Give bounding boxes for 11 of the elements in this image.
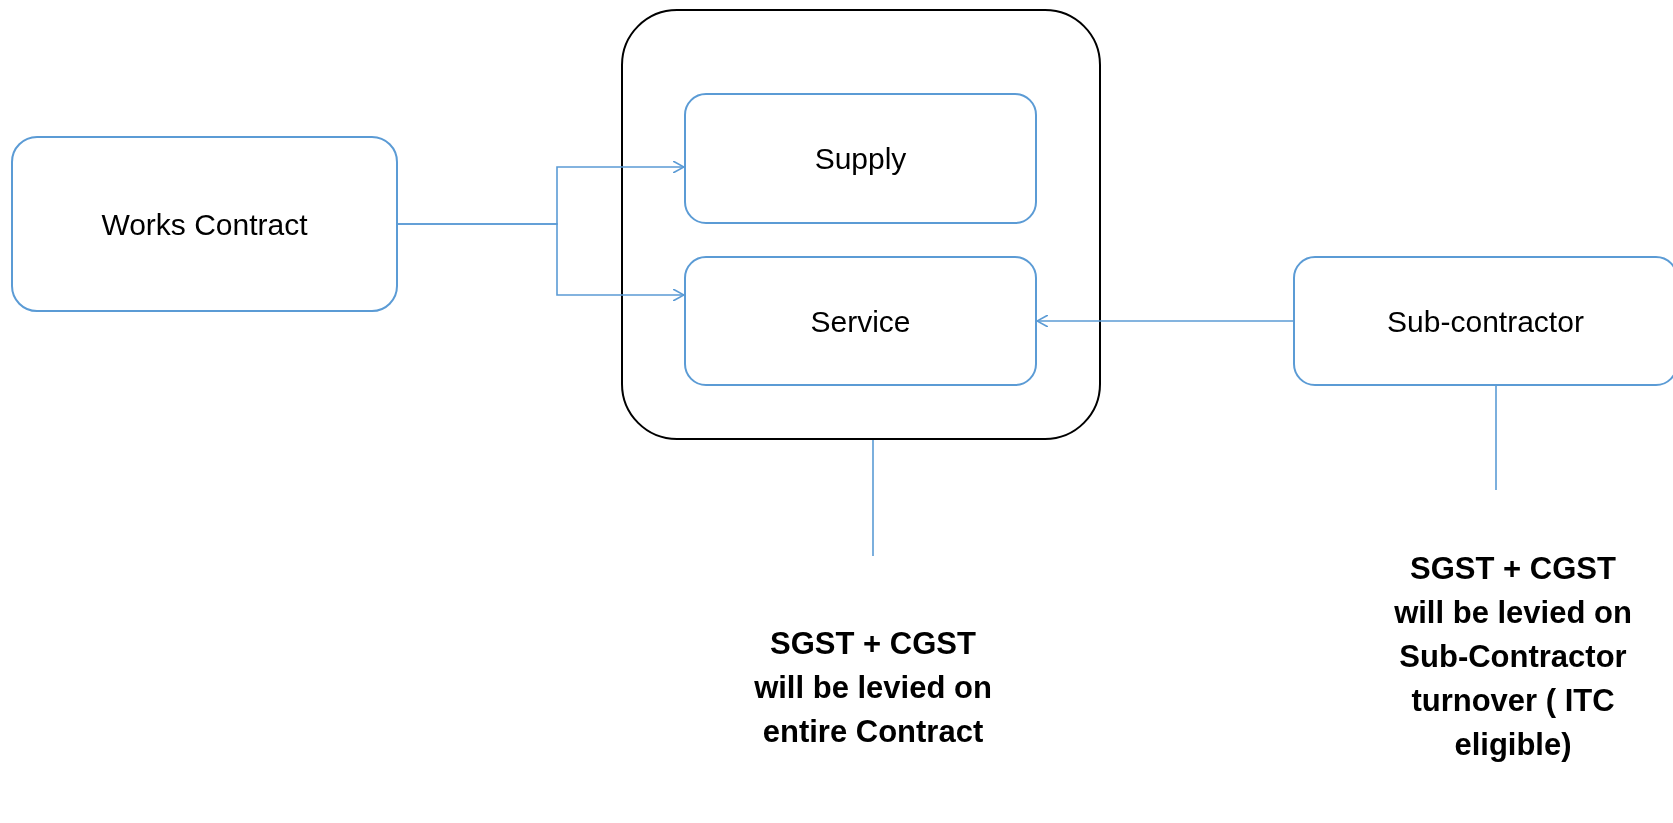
arrow: [1036, 314, 1294, 328]
process-box: Service: [684, 256, 1037, 386]
connector-line: [1495, 385, 1497, 491]
connector-line: [872, 439, 874, 557]
arrow: [397, 223, 685, 302]
note-text: SGST + CGST will be levied on entire Contract: [753, 578, 993, 798]
group-box: [621, 9, 1101, 440]
note-text: SGST + CGST will be levied on Sub-Contractor turnover ( ITC eligible): [1393, 492, 1633, 822]
process-box: Sub-contractor: [1293, 256, 1673, 386]
process-box: Works Contract: [11, 136, 398, 312]
process-box: Supply: [684, 93, 1037, 224]
